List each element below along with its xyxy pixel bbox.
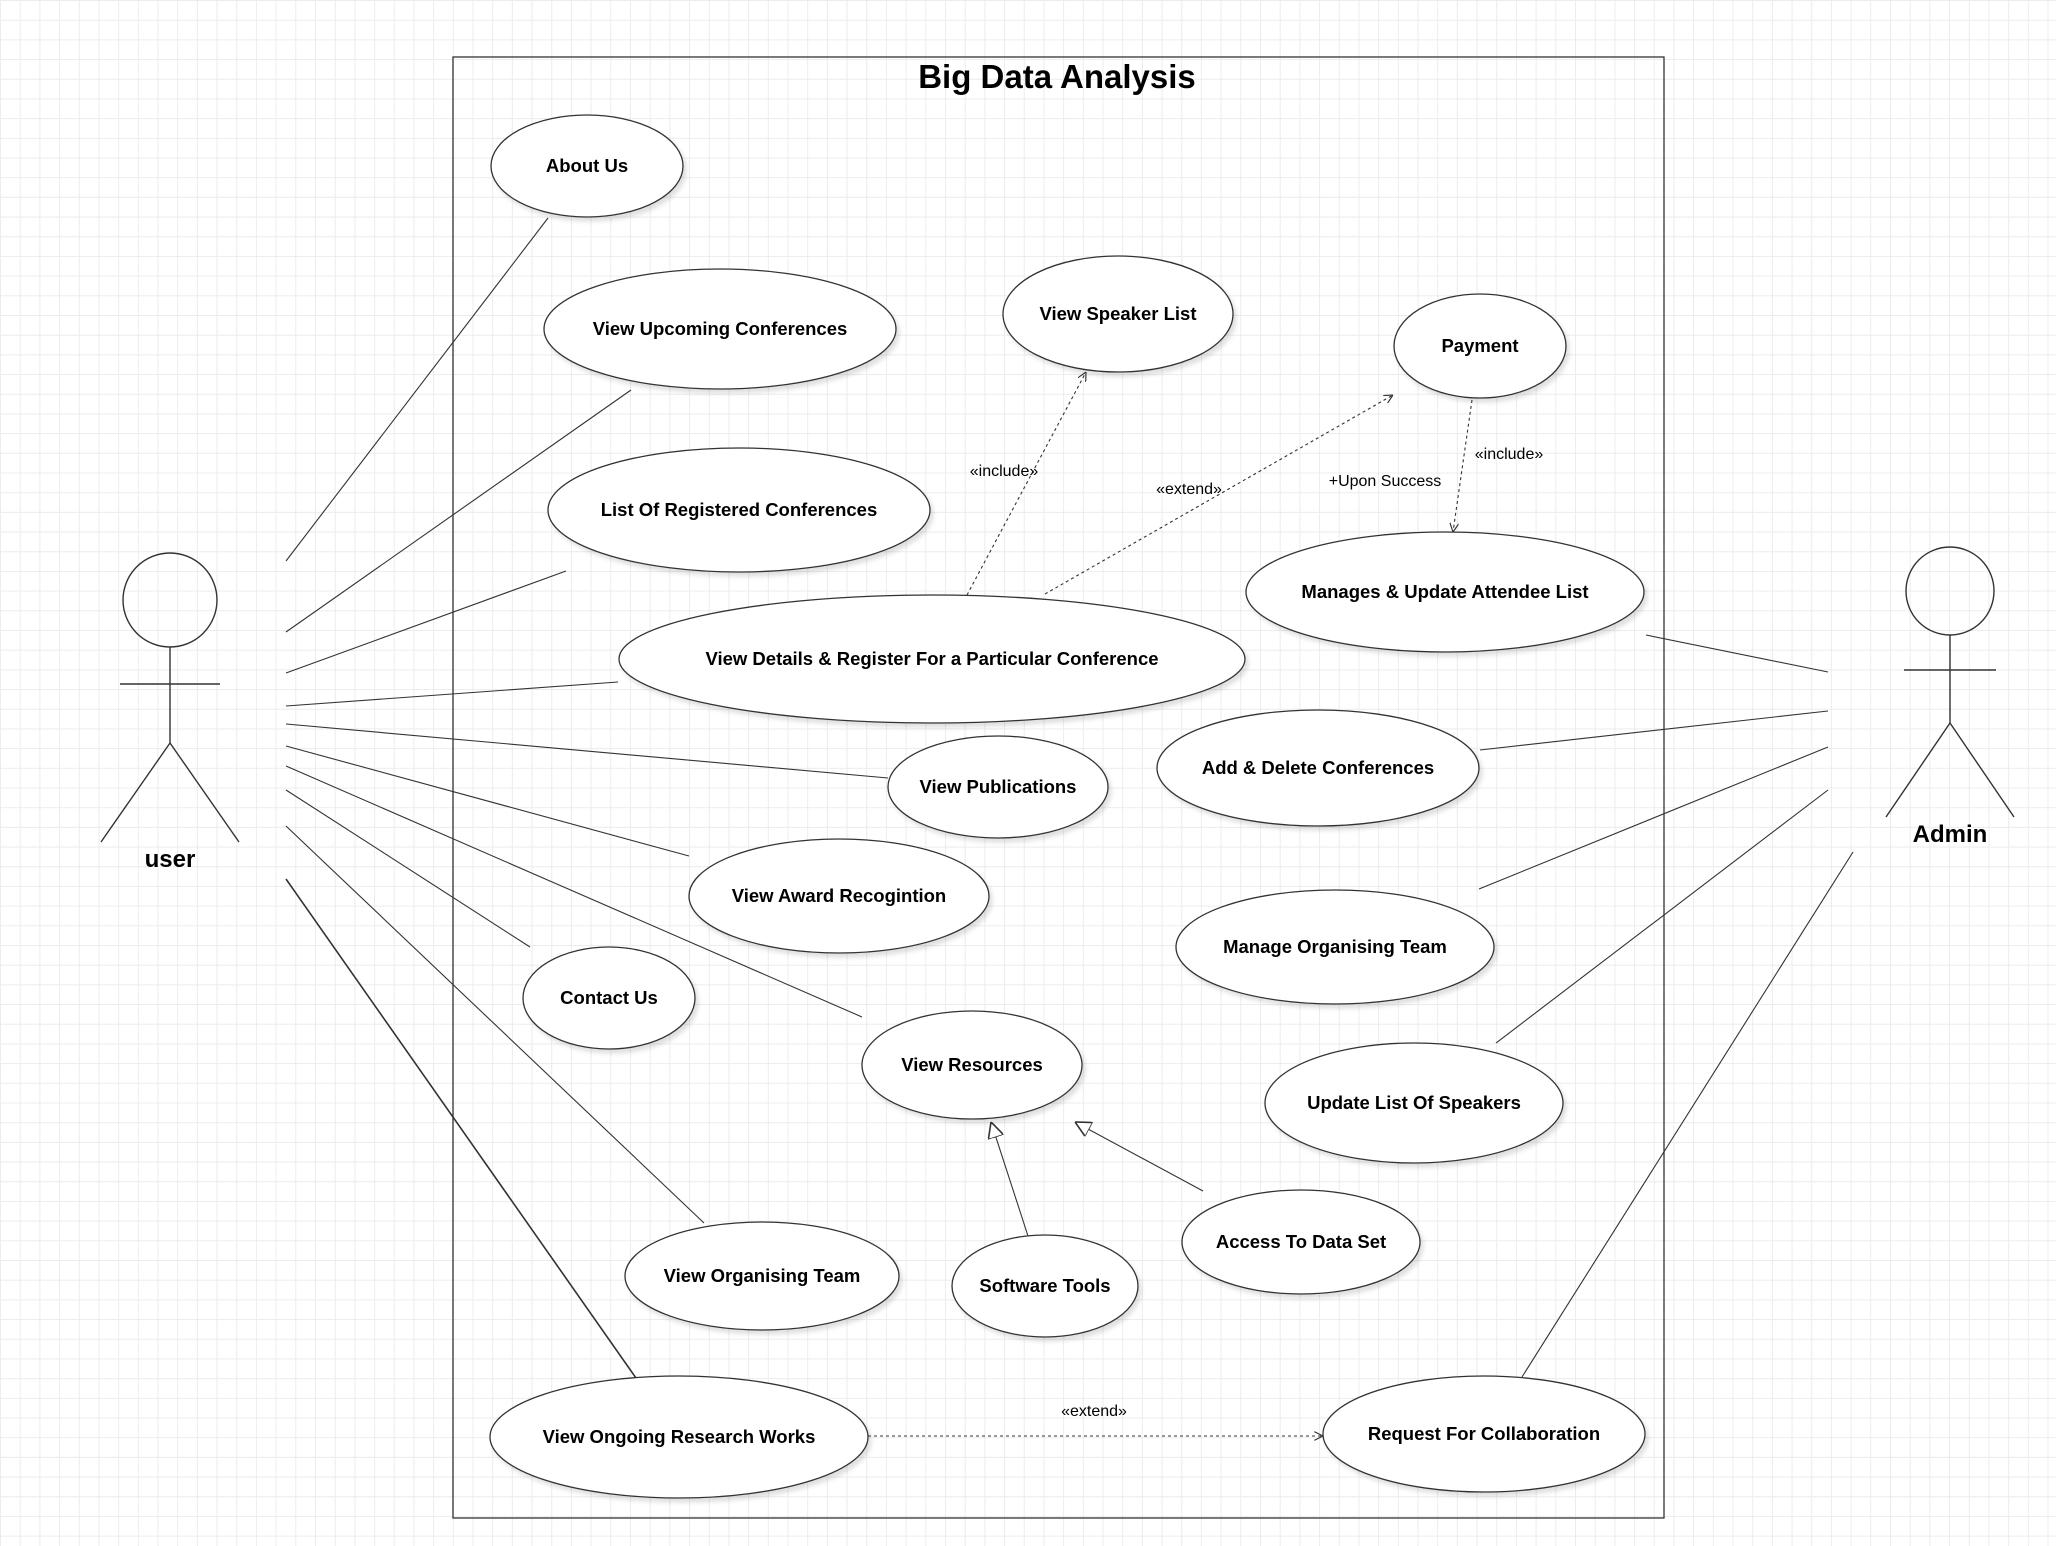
generalization-data-set xyxy=(1075,1122,1204,1192)
svg-text:View Organising Team: View Organising Team xyxy=(664,1265,861,1286)
svg-text:Add & Delete Conferences: Add & Delete Conferences xyxy=(1202,757,1434,778)
system-title: Big Data Analysis xyxy=(918,58,1196,95)
svg-text:View Speaker List: View Speaker List xyxy=(1040,303,1197,324)
system-boundary xyxy=(452,56,1665,1519)
actor-user-head xyxy=(122,552,218,648)
actor-user-right-leg xyxy=(169,742,240,843)
assoc-admin-speakers xyxy=(1495,789,1829,1044)
assoc-user-publications xyxy=(285,723,889,779)
svg-text:Request For Collaboration: Request For Collaboration xyxy=(1368,1423,1600,1444)
extend-collaboration-label: «extend» xyxy=(1061,1403,1127,1420)
include-speaker-arrow xyxy=(966,372,1086,596)
assoc-user-contact-us xyxy=(285,789,531,948)
svg-text:View Resources: View Resources xyxy=(901,1054,1043,1075)
svg-text:List Of Registered Conferences: List Of Registered Conferences xyxy=(601,499,878,520)
include-speaker-label: «include» xyxy=(970,463,1039,480)
actor-admin-head xyxy=(1905,546,1995,636)
assoc-user-view-details xyxy=(285,681,619,707)
assoc-user-registered-conferences xyxy=(285,570,567,674)
use-case-access-data-set[interactable]: Access To Data Set xyxy=(1181,1189,1421,1295)
assoc-user-ongoing-research xyxy=(285,878,637,1379)
svg-text:View Award Recogintion: View Award Recogintion xyxy=(732,885,947,906)
use-case-view-organising-team[interactable]: View Organising Team xyxy=(624,1221,900,1331)
use-case-view-award-recognition[interactable]: View Award Recogintion xyxy=(688,838,990,954)
assoc-admin-collaboration xyxy=(1521,851,1854,1378)
use-case-view-upcoming-conferences[interactable]: View Upcoming Conferences xyxy=(543,268,897,390)
actor-user-label: user xyxy=(145,846,196,873)
use-case-software-tools[interactable]: Software Tools xyxy=(951,1234,1139,1338)
use-case-manage-attendee-list[interactable]: Manages & Update Attendee List xyxy=(1245,531,1645,653)
use-case-view-details-register[interactable]: View Details & Register For a Particular… xyxy=(618,594,1246,724)
actor-user[interactable]: user xyxy=(100,552,240,873)
svg-text:View Upcoming Conferences: View Upcoming Conferences xyxy=(593,318,848,339)
use-case-manage-organising-team[interactable]: Manage Organising Team xyxy=(1175,889,1495,1005)
assoc-user-about-us xyxy=(285,217,549,562)
extend-payment-arrow xyxy=(1044,395,1393,595)
use-case-contact-us[interactable]: Contact Us xyxy=(522,946,696,1050)
svg-text:Payment: Payment xyxy=(1441,335,1518,356)
use-case-about-us[interactable]: About Us xyxy=(490,114,684,218)
assoc-user-organising-team xyxy=(285,825,705,1224)
svg-text:Update List Of Speakers: Update List Of Speakers xyxy=(1307,1092,1521,1113)
svg-text:View Ongoing Research Works: View Ongoing Research Works xyxy=(543,1426,816,1447)
actor-admin-right-leg xyxy=(1949,722,2015,818)
extend-payment-label: «extend» xyxy=(1156,481,1222,498)
upon-success-label: +Upon Success xyxy=(1329,473,1442,490)
svg-text:View Publications: View Publications xyxy=(920,776,1077,797)
actor-user-left-leg xyxy=(100,742,171,843)
svg-text:Software Tools: Software Tools xyxy=(979,1275,1110,1296)
user-associations xyxy=(285,217,889,1379)
generalization-software-tools xyxy=(991,1122,1029,1237)
use-case-view-resources[interactable]: View Resources xyxy=(861,1010,1083,1120)
actor-admin-left-leg xyxy=(1885,722,1951,818)
svg-text:Manage Organising Team: Manage Organising Team xyxy=(1223,936,1447,957)
assoc-user-award xyxy=(285,745,690,857)
svg-text:About Us: About Us xyxy=(546,155,628,176)
use-case-list-registered-conferences[interactable]: List Of Registered Conferences xyxy=(547,447,931,573)
actor-admin-label: Admin xyxy=(1913,821,1988,848)
assoc-user-resources xyxy=(285,765,863,1018)
svg-text:Access To Data Set: Access To Data Set xyxy=(1216,1231,1386,1252)
use-case-view-ongoing-research[interactable]: View Ongoing Research Works xyxy=(489,1375,869,1499)
svg-text:Manages & Update Attendee List: Manages & Update Attendee List xyxy=(1301,581,1588,602)
actor-admin[interactable]: Admin xyxy=(1885,546,2015,848)
use-case-view-publications[interactable]: View Publications xyxy=(887,735,1109,839)
dependencies: «include» «extend» +Upon Success «includ… xyxy=(868,372,1543,1436)
include-attendee-arrow xyxy=(1453,399,1473,532)
svg-text:View Details & Register For a: View Details & Register For a Particular… xyxy=(705,648,1158,669)
use-case-update-list-speakers[interactable]: Update List Of Speakers xyxy=(1264,1042,1564,1164)
use-case-payment[interactable]: Payment xyxy=(1393,293,1567,399)
svg-text:Contact Us: Contact Us xyxy=(560,987,658,1008)
assoc-admin-add-delete-conferences xyxy=(1479,710,1829,751)
include-attendee-label: «include» xyxy=(1475,446,1544,463)
assoc-admin-attendee-list xyxy=(1645,634,1829,673)
use-case-request-collaboration[interactable]: Request For Collaboration xyxy=(1322,1375,1646,1493)
use-case-add-delete-conferences[interactable]: Add & Delete Conferences xyxy=(1156,709,1480,827)
assoc-admin-organising-team xyxy=(1478,746,1829,890)
admin-associations xyxy=(1478,634,1854,1378)
assoc-user-upcoming-conferences xyxy=(285,389,632,633)
generalizations xyxy=(991,1122,1204,1237)
use-case-view-speaker-list[interactable]: View Speaker List xyxy=(1002,255,1234,373)
